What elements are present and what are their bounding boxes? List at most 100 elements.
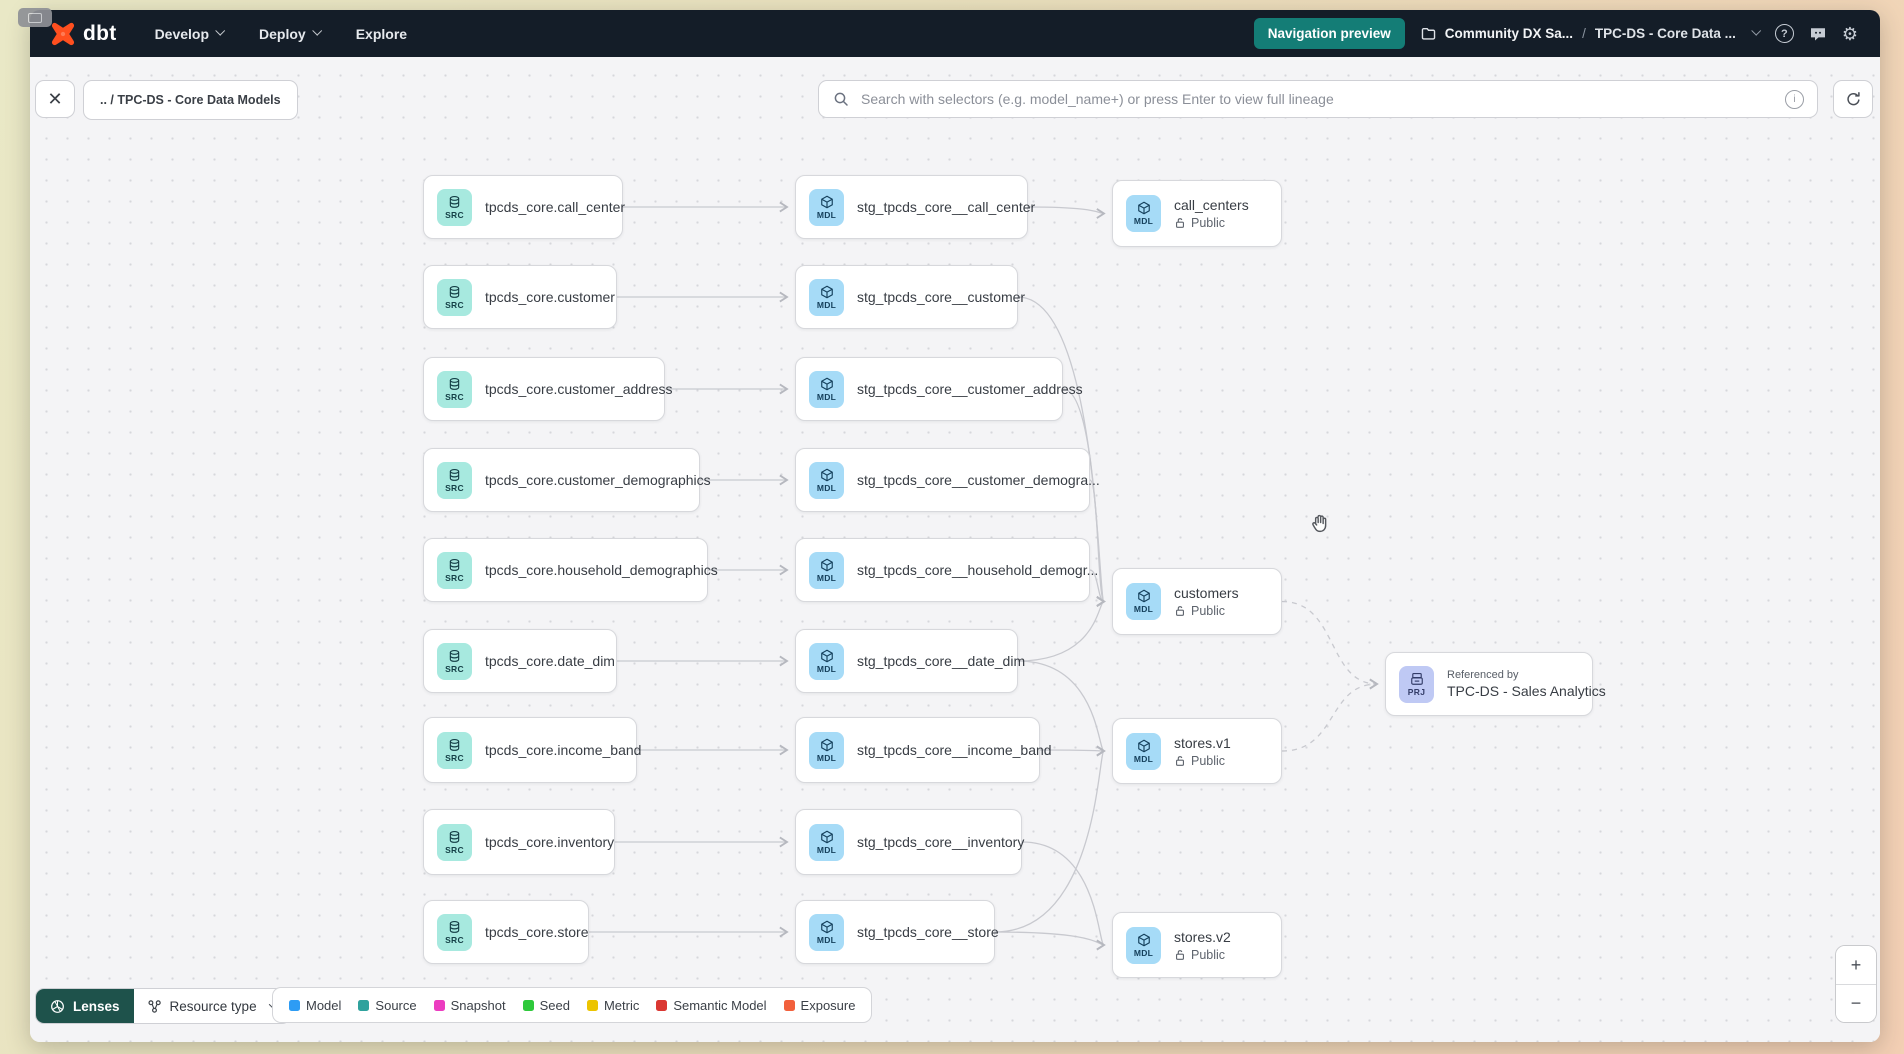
resource-type-dropdown[interactable]: Resource type: [134, 989, 290, 1023]
legend-item: Source: [358, 997, 417, 1013]
node-type-badge: SRC: [445, 752, 464, 763]
model-cube-icon: MDL: [1126, 195, 1161, 232]
main-nav: Develop Deploy Explore: [155, 26, 408, 42]
nav-item-label: Explore: [355, 25, 408, 42]
nav-item-deploy[interactable]: Deploy: [259, 25, 322, 42]
lenses-icon: [51, 999, 64, 1013]
dbt-logo[interactable]: dbt: [50, 21, 117, 47]
legend-swatch: [289, 999, 300, 1011]
node-type-badge: MDL: [816, 209, 837, 220]
refresh-lineage-button[interactable]: [1833, 80, 1873, 118]
model-cube-icon: MDL: [809, 642, 844, 680]
staging-model-node[interactable]: MDL stg_tpcds_core__inventory: [795, 809, 1025, 875]
lenses-button[interactable]: Lenses: [36, 989, 134, 1023]
lock-open-icon: [1174, 605, 1186, 617]
nav-item-explore[interactable]: Explore: [356, 26, 407, 42]
node-type-badge: SRC: [445, 844, 464, 855]
chevron-down-icon: [311, 25, 322, 36]
node-type-badge: MDL: [1133, 216, 1154, 226]
legend-label: Source: [375, 997, 417, 1013]
logo-text: dbt: [83, 21, 117, 45]
database-icon: SRC: [437, 370, 472, 408]
node-type-badge: SRC: [445, 934, 464, 945]
node-type-badge: MDL: [816, 299, 837, 310]
database-icon: SRC: [437, 731, 472, 769]
legend-item: Snapshot: [433, 997, 506, 1013]
node-type-badge: SRC: [445, 299, 464, 310]
header-icons: ? ⚙: [1774, 23, 1858, 44]
project-name[interactable]: TPC-DS - Core Data ...: [1594, 26, 1736, 41]
lock-open-icon: [1174, 217, 1186, 229]
legend-label: Snapshot: [450, 997, 506, 1013]
zoom-in-button[interactable]: +: [1836, 946, 1876, 984]
lineage-breadcrumb-chip[interactable]: .. / TPC-DS - Core Data Models: [83, 80, 298, 120]
source-node[interactable]: SRC tpcds_core.store: [423, 900, 589, 964]
node-label: stg_tpcds_core__customer: [857, 289, 1026, 305]
node-type-badge: MDL: [816, 572, 837, 583]
chevron-down-icon: [215, 25, 226, 36]
legend-swatch: [433, 999, 445, 1011]
node-type-badge: MDL: [816, 844, 837, 855]
node-type-badge: MDL: [816, 391, 837, 402]
node-label: tpcds_core.household_demographics: [485, 562, 718, 578]
source-node[interactable]: SRC tpcds_core.income_band: [423, 717, 642, 783]
account-name[interactable]: Community DX Sa...: [1444, 26, 1574, 41]
database-icon: SRC: [437, 823, 472, 861]
node-label: stg_tpcds_core__inventory: [857, 834, 1025, 850]
database-icon: SRC: [437, 188, 472, 226]
node-label: TPC-DS - Sales Analytics: [1447, 683, 1606, 699]
zoom-controls: + −: [1835, 945, 1877, 1023]
legend-item: Metric: [586, 998, 639, 1013]
legend-label: Semantic Model: [673, 997, 767, 1013]
node-label: stores.v2: [1174, 928, 1231, 945]
legend-label: Model: [306, 997, 342, 1013]
resource-type-label: Resource type: [169, 998, 257, 1014]
node-label: call_centers: [1174, 197, 1249, 213]
navigation-preview-button[interactable]: Navigation preview: [1253, 18, 1405, 49]
staging-model-node[interactable]: MDL stg_tpcds_core__customer: [795, 265, 1026, 329]
info-icon[interactable]: i: [1785, 89, 1804, 109]
database-icon: SRC: [437, 278, 472, 316]
model-cube-icon: MDL: [1126, 926, 1161, 964]
legend-item: Seed: [522, 997, 570, 1013]
help-icon[interactable]: ?: [1774, 24, 1794, 43]
node-caption: Referenced by: [1447, 669, 1519, 681]
node-label: tpcds_core.customer: [485, 289, 615, 305]
legend-label: Seed: [539, 997, 570, 1013]
feedback-icon[interactable]: [1809, 26, 1827, 42]
header-breadcrumb[interactable]: Community DX Sa... / TPC-DS - Core Data …: [1421, 25, 1762, 41]
model-cube-icon: MDL: [809, 823, 844, 861]
model-cube-icon: MDL: [809, 551, 844, 589]
zoom-out-button[interactable]: −: [1836, 984, 1876, 1022]
dbt-logo-icon: [51, 22, 75, 45]
node-label: tpcds_core.income_band: [485, 742, 642, 758]
nav-item-develop[interactable]: Develop: [155, 25, 226, 42]
resource-legend: Model Source Snapshot Seed Metric Semantic Mo…: [272, 987, 873, 1023]
search-input[interactable]: [859, 90, 1785, 108]
source-node[interactable]: SRC tpcds_core.customer: [423, 265, 617, 329]
database-icon: SRC: [437, 642, 472, 680]
close-lineage-button[interactable]: ✕: [35, 80, 75, 118]
dbt-app-window: dbt Develop Deploy Explore Navigation prev…: [30, 10, 1880, 1042]
settings-gear-icon[interactable]: ⚙: [1841, 23, 1858, 44]
model-cube-icon: MDL: [809, 913, 844, 951]
node-label: tpcds_core.store: [485, 924, 589, 940]
